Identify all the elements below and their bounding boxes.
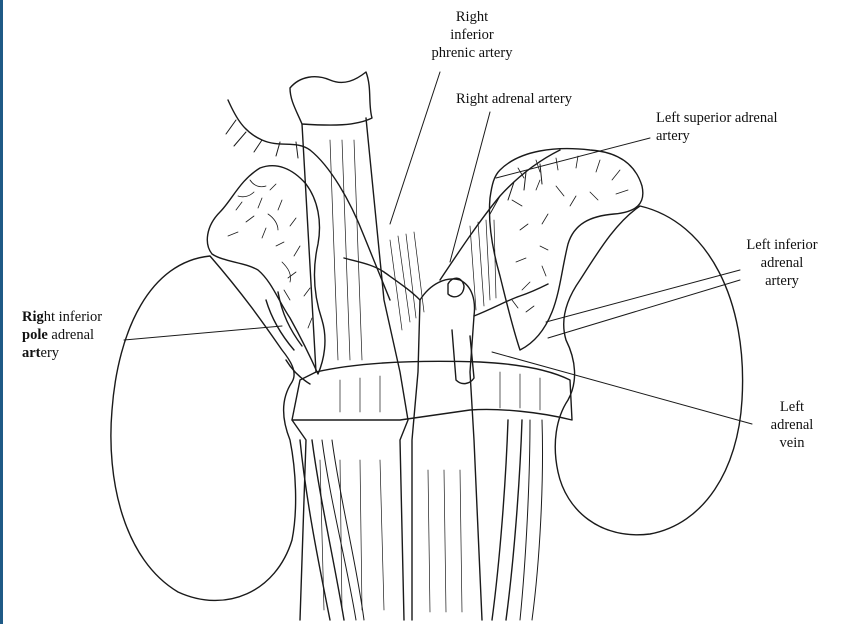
label-line: adrenal bbox=[762, 416, 822, 434]
label-line: phrenic artery bbox=[402, 44, 542, 62]
leader-right-inferior-phrenic-artery bbox=[390, 72, 440, 224]
label-line-3: artery bbox=[22, 344, 102, 362]
right-gonadal-vessels bbox=[322, 440, 364, 620]
renal-vein-shading bbox=[340, 372, 540, 412]
label-left-adrenal-vein: Left adrenal vein bbox=[762, 398, 822, 452]
leader-right-adrenal-artery bbox=[450, 112, 490, 262]
left-renal-vein bbox=[292, 361, 572, 420]
label-line-2: pole adrenal bbox=[22, 326, 102, 344]
label-bold-fragment: art bbox=[22, 345, 41, 361]
label-right-adrenal-artery: Right adrenal artery bbox=[456, 90, 572, 108]
right-inferior-pole-adrenal-vessels bbox=[266, 292, 310, 384]
label-line: Right bbox=[402, 8, 542, 26]
aorta-shading bbox=[428, 470, 462, 612]
leader-left-superior-adrenal-artery bbox=[496, 138, 650, 178]
label-line: vein bbox=[762, 434, 822, 452]
label-bold-fragment: pole bbox=[22, 327, 48, 343]
label-line: artery bbox=[726, 272, 838, 290]
label-line-1: Right inferior bbox=[22, 308, 102, 326]
leader-left-adrenal-vein bbox=[492, 352, 752, 424]
label-bold-fragment: Rig bbox=[22, 309, 44, 325]
label-fragment: adrenal bbox=[48, 327, 94, 343]
leader-left-inferior-adrenal-artery-1 bbox=[546, 270, 740, 322]
label-line: Left superior adrenal bbox=[656, 109, 778, 127]
left-adrenal-gland bbox=[489, 149, 642, 350]
left-inferior-adrenal-artery bbox=[474, 284, 548, 316]
aorta bbox=[412, 279, 482, 620]
left-gonadal-vessels bbox=[520, 420, 543, 620]
label-line: Right adrenal artery bbox=[456, 91, 572, 107]
leader-left-inferior-adrenal-artery-2 bbox=[548, 280, 740, 338]
label-left-inferior-adrenal-artery: Left inferior adrenal artery bbox=[726, 236, 838, 290]
label-right-inferior-phrenic-artery: Right inferior phrenic artery bbox=[402, 8, 542, 62]
phrenic-branches bbox=[226, 120, 298, 158]
label-fragment: ht inferior bbox=[44, 309, 102, 325]
right-inferior-phrenic-artery bbox=[228, 100, 390, 300]
ivc-top-cut bbox=[290, 72, 372, 125]
aorta-branch-stub bbox=[448, 278, 464, 297]
left-ureter bbox=[492, 420, 522, 620]
label-left-superior-adrenal-artery: Left superior adrenal artery bbox=[656, 109, 778, 145]
leader-right-inferior-pole-adrenal-artery bbox=[124, 326, 282, 340]
label-line: inferior bbox=[402, 26, 542, 44]
left-kidney bbox=[555, 206, 742, 535]
label-line: adrenal bbox=[726, 254, 838, 272]
label-fragment: ery bbox=[41, 345, 60, 361]
label-line: Left bbox=[762, 398, 822, 416]
right-adrenal-texture bbox=[228, 180, 312, 328]
right-adrenal-gland bbox=[207, 166, 325, 374]
inferior-vena-cava bbox=[292, 118, 408, 620]
label-right-inferior-pole-adrenal-artery: Right inferior pole adrenal artery bbox=[22, 308, 102, 362]
label-line: artery bbox=[656, 127, 778, 145]
label-line: Left inferior bbox=[726, 236, 838, 254]
